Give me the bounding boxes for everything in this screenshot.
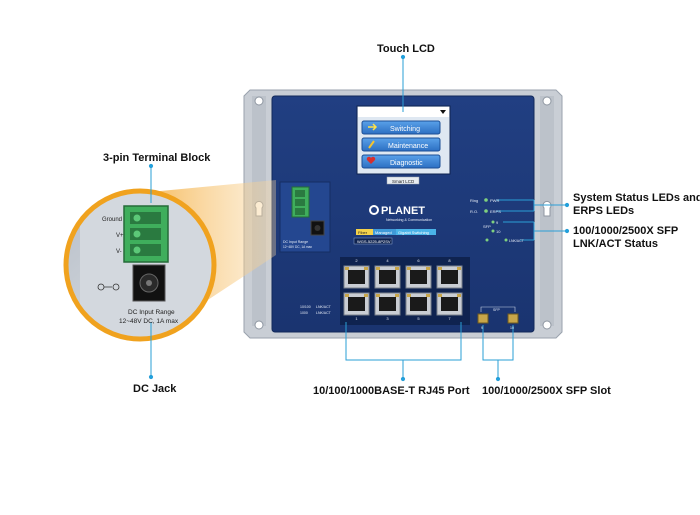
- port-number-label: 5: [417, 316, 420, 321]
- product-tag-gigabit: Gigabit Switching: [398, 230, 429, 235]
- lcd-menu-diagnostic-label: Diagnostic: [390, 160, 423, 167]
- led-sfp10-label: 10: [496, 229, 501, 234]
- brand-logo: [369, 205, 379, 215]
- lcd-menu-switching[interactable]: [361, 120, 441, 135]
- led-sfp9-label: 9: [496, 220, 499, 225]
- product-tag-managed: Managed: [375, 230, 392, 235]
- keyhole-slot: [542, 200, 552, 217]
- rj45-port-block: 2 4 6 8 1 3 5 7: [340, 257, 470, 325]
- rj45-port-row-top: 2 4 6 8: [343, 258, 463, 289]
- callout-system-status: System Status LEDs and ERPS LEDs: [573, 192, 700, 217]
- dropdown-arrow-icon: [440, 110, 446, 114]
- zoom-vminus-label: V-: [116, 249, 122, 255]
- sfp-slot-10[interactable]: [507, 313, 519, 324]
- zoom-vplus-label: V+: [116, 233, 124, 239]
- port-number-label: 8: [448, 258, 451, 263]
- callout-touch-lcd: Touch LCD: [377, 43, 435, 55]
- sfp-slot-9[interactable]: [477, 313, 489, 324]
- zoom-dc-input-label: DC Input Range: [128, 309, 175, 316]
- brand-tagline: Networking & Communication: [386, 218, 432, 222]
- port-legend-4: LNK/ACT: [316, 311, 332, 315]
- port-number-label: 1: [355, 316, 358, 321]
- rj45-port[interactable]: [374, 265, 401, 289]
- port-legend-2: LNK/ACT: [316, 305, 332, 309]
- dc-range-label: 12~48V DC, 1A max: [283, 245, 312, 249]
- callout-terminal-block: 3-pin Terminal Block: [103, 152, 211, 164]
- dc-input-label: DC Input Range: [283, 240, 308, 244]
- switching-arrow-icon: [368, 123, 378, 131]
- rj45-port[interactable]: [405, 292, 432, 316]
- brand-name: PLANET: [381, 205, 425, 217]
- port-legend-1: 10/100: [300, 305, 311, 309]
- led-sfp-label: SFP: [483, 224, 491, 229]
- zoom-ground-label: Ground: [102, 217, 122, 223]
- polarity-icon: [97, 283, 120, 291]
- rj45-port-row-bottom: 1 3 5 7: [343, 292, 463, 321]
- led-erps-label: ERPS: [490, 209, 501, 214]
- rj45-port[interactable]: [436, 265, 463, 289]
- led-pwr-label: PWR: [490, 198, 499, 203]
- lcd-label: Smart LCD: [392, 179, 415, 184]
- zoom-inset: [63, 188, 217, 342]
- rj45-port[interactable]: [405, 265, 432, 289]
- led-ro-label: R.O.: [470, 209, 478, 214]
- callout-dc-jack: DC Jack: [133, 383, 177, 395]
- wrench-icon: [368, 140, 375, 149]
- port-legend-3: 1000: [300, 311, 308, 315]
- mounting-hole: [542, 320, 552, 330]
- status-leds: [484, 198, 508, 242]
- port-number-label: 2: [355, 258, 358, 263]
- callout-lines: [148, 54, 570, 382]
- mounting-hole: [254, 96, 264, 106]
- mounting-hole: [254, 320, 264, 330]
- lcd-menu-diagnostic[interactable]: [361, 154, 441, 169]
- port-number-label: 3: [386, 316, 389, 321]
- rj45-port[interactable]: [343, 265, 370, 289]
- port-number-label: 7: [448, 316, 451, 321]
- lcd-menu-maintenance[interactable]: [361, 137, 441, 152]
- sfp-slot-10-label: 10: [510, 326, 514, 330]
- product-tags: [353, 229, 436, 245]
- device-terminal-block: [279, 181, 331, 253]
- port-number-label: 4: [386, 258, 389, 263]
- model-number: WGS-5225-8P2SV: [357, 239, 391, 244]
- heart-icon: [366, 156, 376, 164]
- product-tag-fiber: Fiber: [358, 230, 368, 235]
- sfp-slot-9-label: 9: [481, 326, 483, 330]
- touch-lcd[interactable]: [356, 105, 451, 185]
- lcd-menu-maintenance-label: Maintenance: [388, 143, 428, 150]
- lcd-menu-switching-label: Switching: [390, 126, 420, 133]
- callout-sfp-status: 100/1000/2500X SFP LNK/ACT Status: [573, 225, 678, 250]
- rj45-port[interactable]: [374, 292, 401, 316]
- led-lnkact-label: LNK/ACT: [509, 239, 525, 243]
- led-ring-label: Ring: [470, 198, 478, 203]
- rj45-port[interactable]: [436, 292, 463, 316]
- rj45-port[interactable]: [343, 292, 370, 316]
- port-number-label: 6: [417, 258, 420, 263]
- callout-rj45-port: 10/100/1000BASE-T RJ45 Port: [313, 385, 470, 397]
- mounting-hole: [542, 96, 552, 106]
- sfp-label: SFP: [493, 308, 500, 312]
- zoom-dc-range-label: 12~48V DC, 1A max: [119, 318, 179, 325]
- sfp-slot-block: [477, 306, 519, 324]
- callout-sfp-slot: 100/1000/2500X SFP Slot: [482, 385, 611, 397]
